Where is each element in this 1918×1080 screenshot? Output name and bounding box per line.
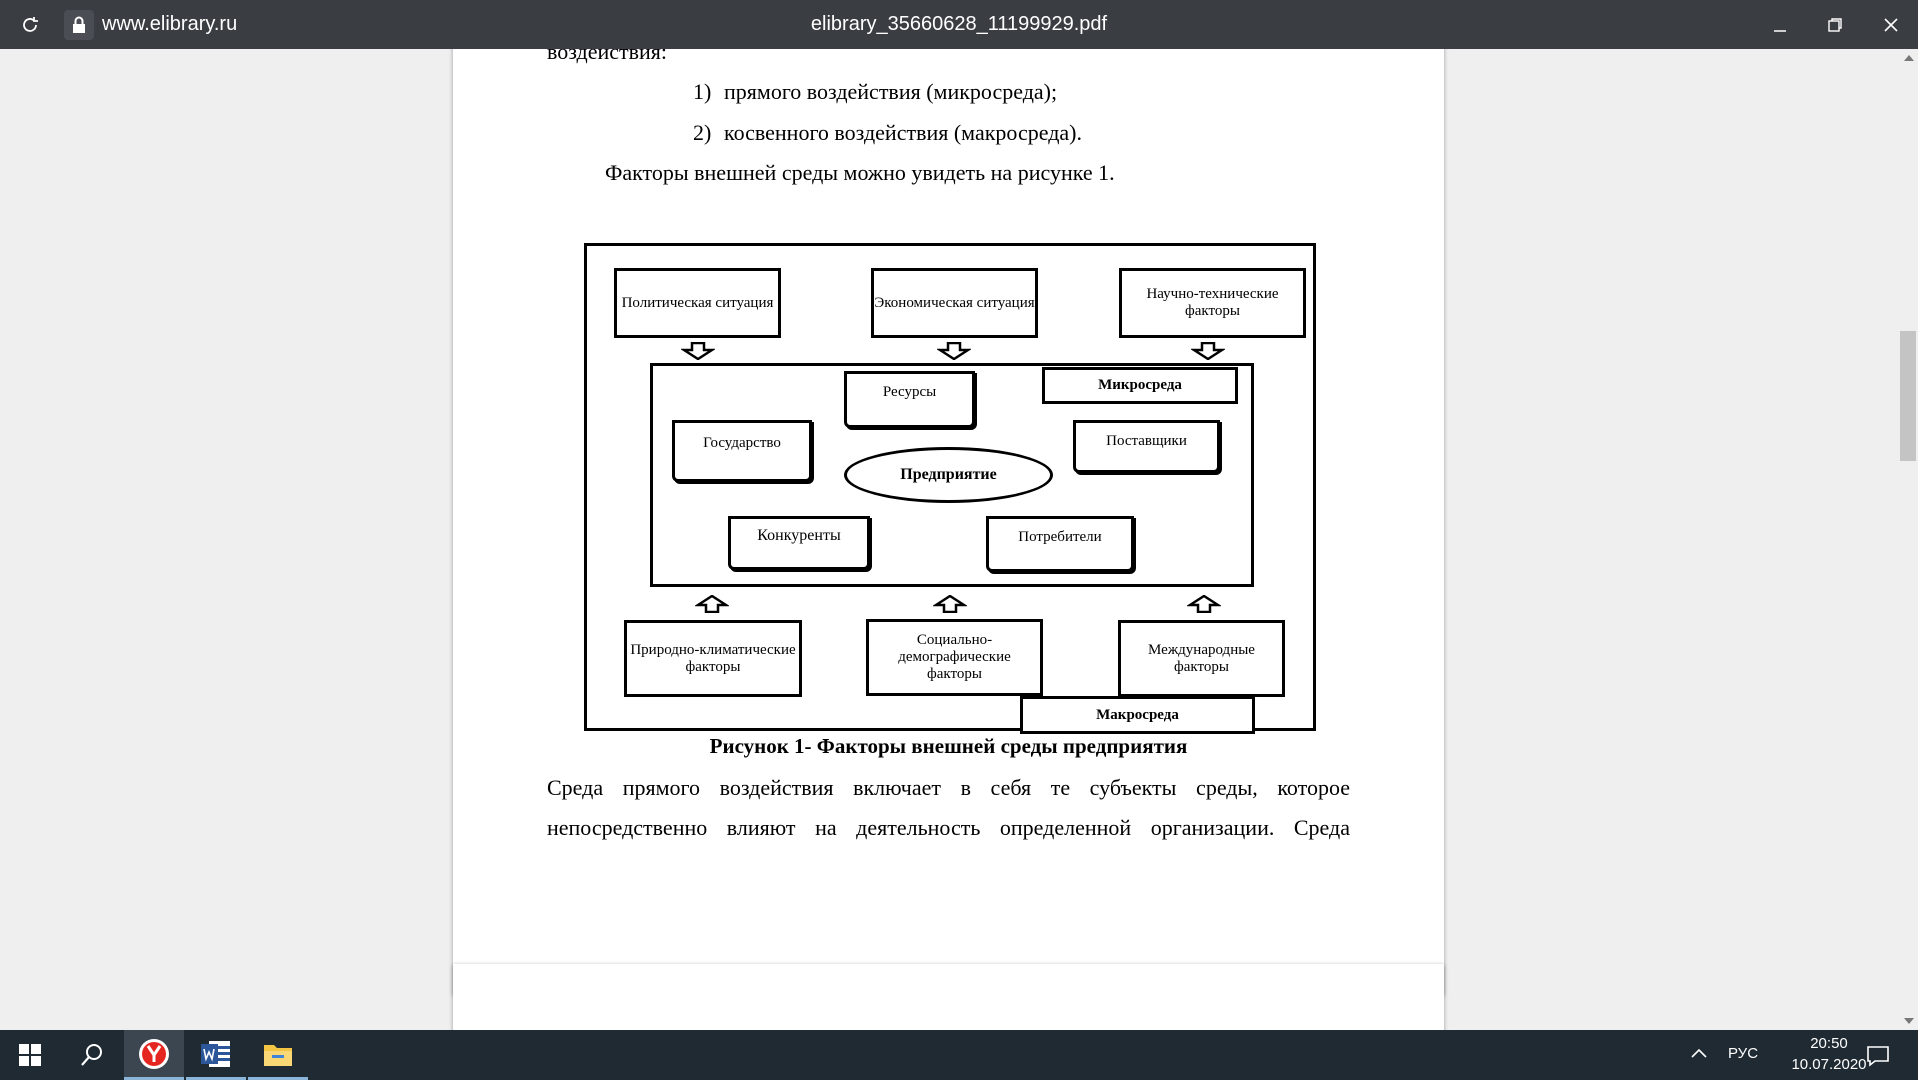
search-button[interactable] <box>62 1030 122 1080</box>
word-icon <box>201 1041 230 1067</box>
scrollbar-thumb[interactable] <box>1900 331 1916 461</box>
chevron-up-icon[interactable] <box>1690 1046 1708 1064</box>
arrow-up-icon <box>1187 595 1221 613</box>
paragraph-line: непосредственно влияют на деятельность о… <box>547 815 1350 840</box>
competitors-box: Конкуренты <box>728 516 870 570</box>
arrow-down-icon <box>1191 342 1225 360</box>
word-taskbar[interactable] <box>186 1030 246 1080</box>
list-item: косвенного воздействия (макросреда). <box>724 120 1082 145</box>
address-url[interactable]: www.elibrary.ru <box>102 13 238 35</box>
macroenvironment-label: Макросреда <box>1020 696 1255 734</box>
political-situation-box: Политическая ситуация <box>614 268 781 338</box>
search-icon <box>81 1044 102 1066</box>
windows-taskbar: РУС 20:50 10.07.2020 <box>0 1030 1918 1080</box>
windows-icon <box>19 1044 41 1066</box>
next-pdf-page <box>453 964 1444 1030</box>
lock-icon[interactable] <box>64 10 94 40</box>
yandex-browser-taskbar[interactable] <box>124 1030 184 1080</box>
list-number: 1) <box>693 79 712 104</box>
scroll-down-icon[interactable] <box>1904 1018 1914 1024</box>
enterprise-oval: Предприятие <box>844 447 1053 503</box>
suppliers-box: Поставщики <box>1073 420 1220 473</box>
arrow-down-icon <box>681 342 715 360</box>
start-button[interactable] <box>0 1030 60 1080</box>
input-language[interactable]: РУС <box>1728 1045 1759 1062</box>
arrow-up-icon <box>695 595 729 613</box>
resources-box: Ресурсы <box>844 371 975 428</box>
file-explorer-taskbar[interactable] <box>248 1030 308 1080</box>
minimize-button[interactable] <box>1765 10 1795 40</box>
list-item: прямого воздействия (микросреда); <box>724 79 1058 104</box>
natural-climatic-box: Природно-климатические факторы <box>624 620 802 697</box>
scrollbar[interactable] <box>1898 49 1918 1030</box>
state-box: Государство <box>672 420 812 482</box>
scroll-up-icon[interactable] <box>1904 55 1914 61</box>
external-environment-diagram: Политическая ситуация Экономическая ситу… <box>584 243 1316 734</box>
partial-text-line: воздействия: <box>547 49 668 64</box>
clock-date[interactable]: 10.07.2020 <box>1791 1056 1867 1073</box>
figure-caption: Рисунок 1- Факторы внешней среды предпри… <box>709 734 1188 758</box>
microenvironment-frame: Микросреда Ресурсы Государство Предприят… <box>650 363 1254 587</box>
clock-time[interactable]: 20:50 <box>1810 1035 1848 1052</box>
intro-paragraph: Факторы внешней среды можно увидеть на р… <box>605 160 1115 185</box>
paragraph-line: Среда прямого воздействия включает в себ… <box>547 775 1350 800</box>
restore-button[interactable] <box>1820 10 1850 40</box>
microenvironment-label: Микросреда <box>1042 367 1238 404</box>
notification-icon[interactable] <box>1866 1044 1890 1073</box>
arrow-down-icon <box>937 342 971 360</box>
folder-icon <box>264 1045 292 1066</box>
document-title: elibrary_35660628_11199929.pdf <box>810 13 1108 35</box>
consumers-box: Потребители <box>986 516 1134 572</box>
economic-situation-box: Экономическая ситуация <box>871 268 1038 338</box>
international-factors-box: Международные факторы <box>1118 620 1285 697</box>
reload-icon[interactable] <box>18 13 42 37</box>
scientific-factors-box: Научно-технические факторы <box>1119 268 1306 338</box>
close-button[interactable] <box>1876 10 1906 40</box>
yandex-browser-icon <box>139 1039 169 1069</box>
browser-title-bar: www.elibrary.ru elibrary_35660628_111999… <box>0 0 1918 49</box>
list-number: 2) <box>693 120 712 145</box>
arrow-up-icon <box>933 595 967 613</box>
social-demographic-box: Социально-демографические факторы <box>866 619 1043 696</box>
pdf-page: воздействия: 1) прямого воздействия (мик… <box>453 49 1444 995</box>
pdf-viewer[interactable]: воздействия: 1) прямого воздействия (мик… <box>0 49 1918 1030</box>
